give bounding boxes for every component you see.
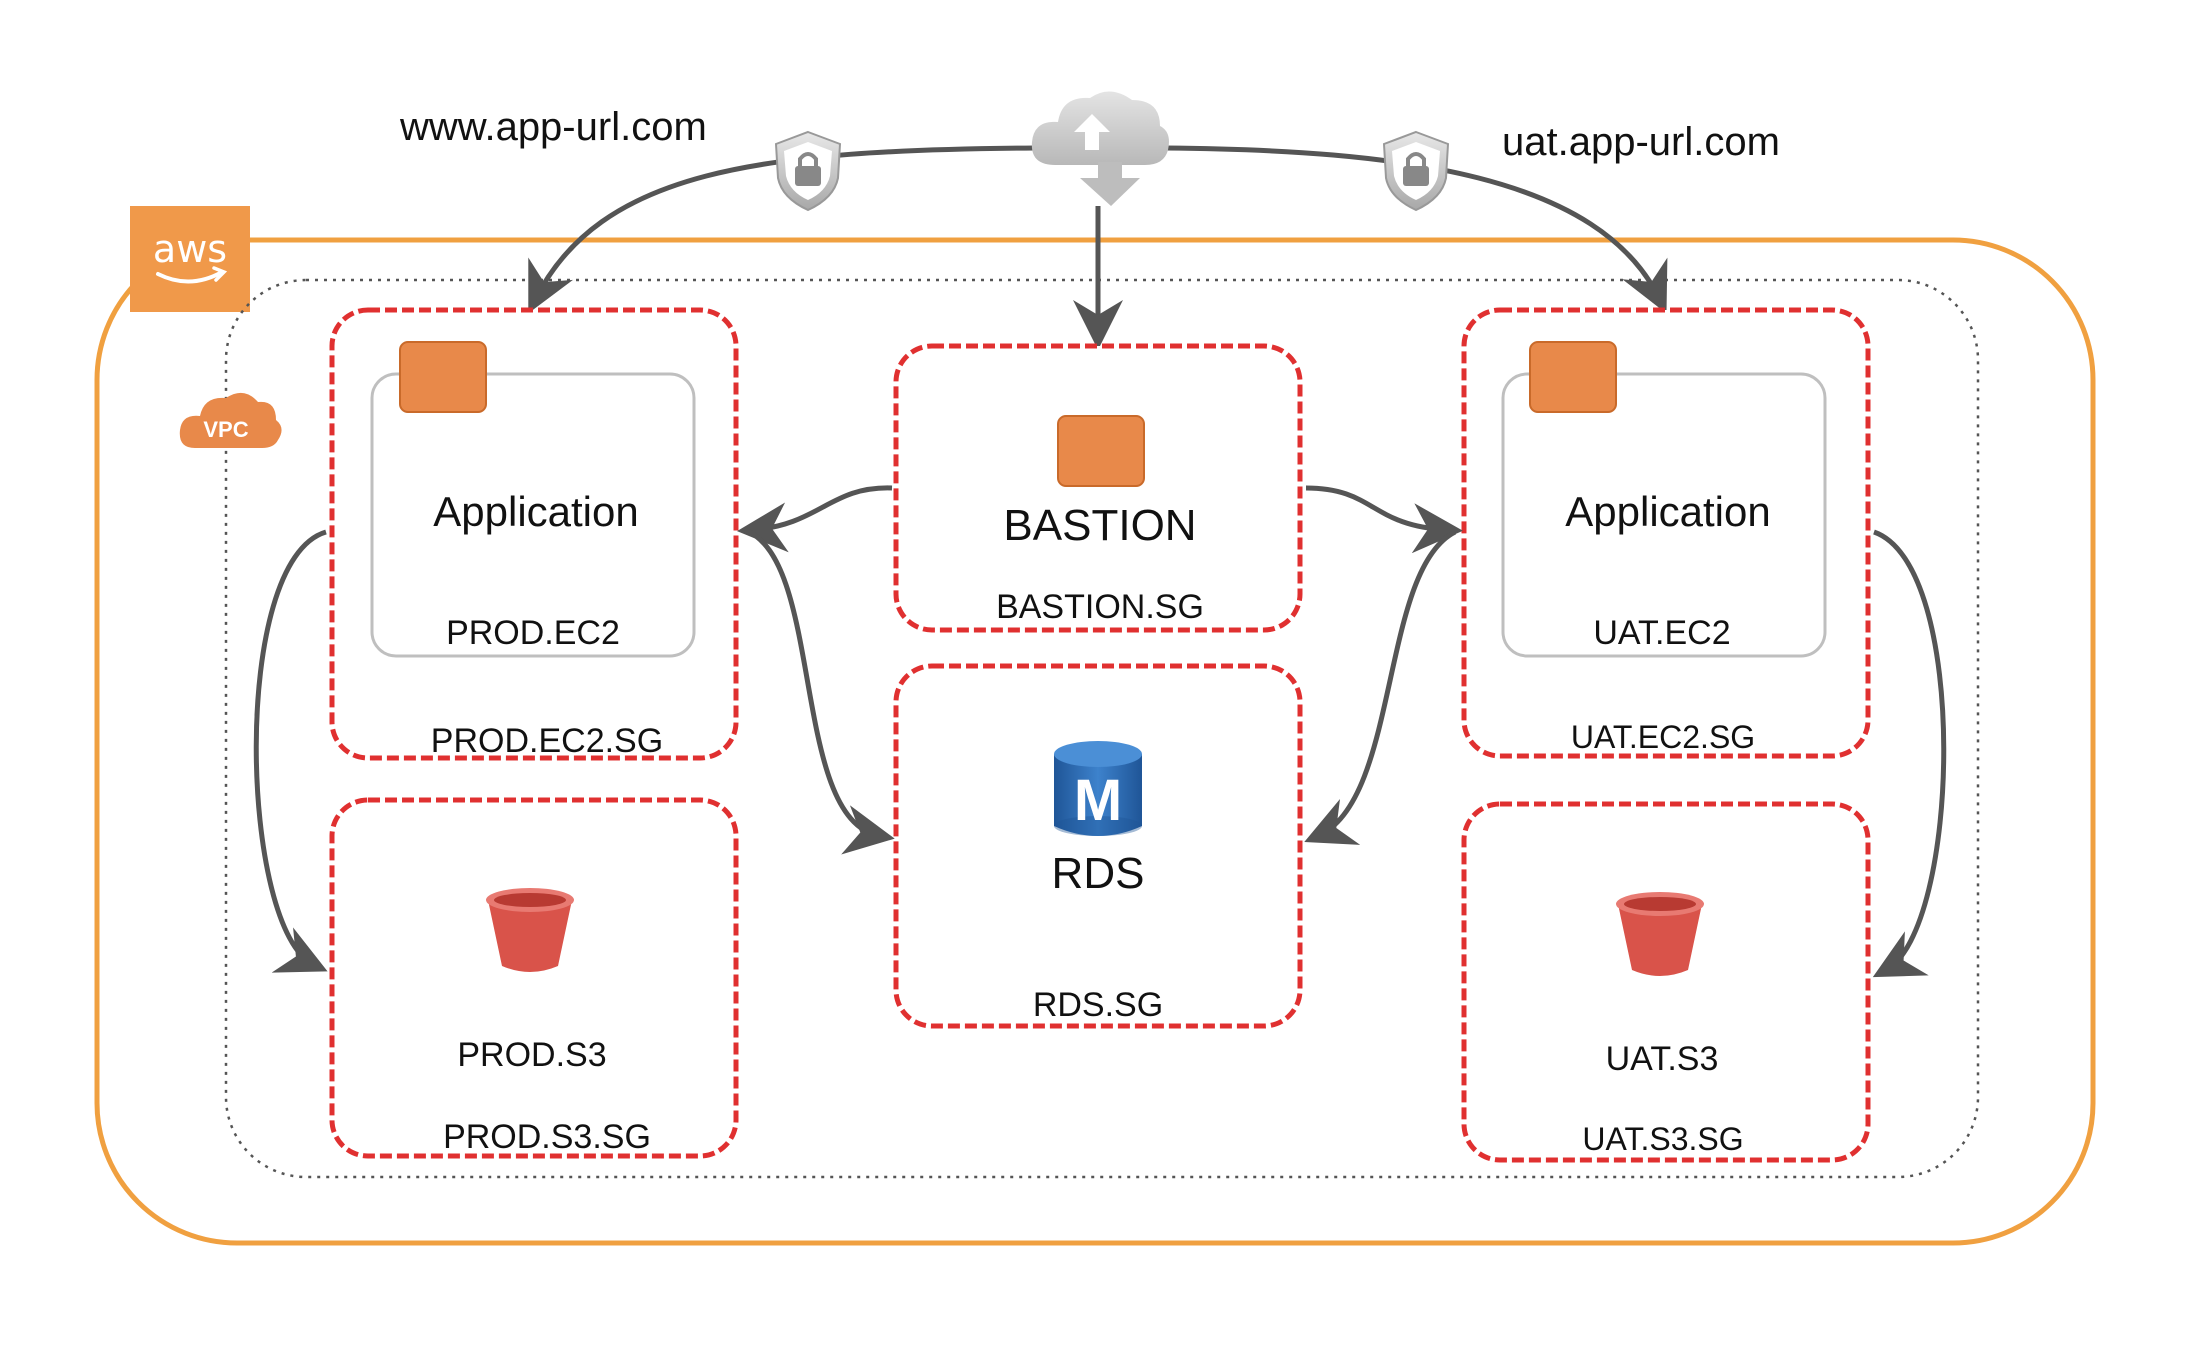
aws-logo-icon: aws xyxy=(130,206,250,312)
prod-ec2-instance-box xyxy=(370,372,696,658)
uat-ec2-sg-label: UAT.EC2.SG xyxy=(1571,719,1755,755)
uat-s3-bucket-icon xyxy=(1616,892,1704,976)
arrow-internet-to-uat xyxy=(1164,145,1668,314)
prod-s3-sg-label: PROD.S3.SG xyxy=(443,1118,651,1156)
arrow-uat-ec2-to-uat-s3 xyxy=(1872,529,1947,978)
rds-sg-label: RDS.SG xyxy=(1033,986,1163,1024)
arrow-bastion-to-prod-ec2 xyxy=(737,485,893,553)
uat-lock-shield-icon xyxy=(1382,130,1450,212)
aws-logo-text: aws xyxy=(153,227,227,271)
bastion-label: BASTION xyxy=(1003,501,1196,550)
arrow-bastion-to-uat-ec2 xyxy=(1305,485,1463,554)
uat-s3-sg-label: UAT.S3.SG xyxy=(1582,1121,1743,1157)
aws-cloud-boundary xyxy=(94,237,2096,1246)
uat-ec2-instance-box xyxy=(1501,372,1827,658)
arrow-internet-to-prod xyxy=(528,145,1036,314)
rds-security-group xyxy=(893,663,1303,1029)
internet-cloud-icon xyxy=(1031,91,1169,206)
prod-s3-bucket-icon xyxy=(486,888,574,972)
rds-icon-letter: M xyxy=(1074,768,1122,833)
bastion-sg-label: BASTION.SG xyxy=(996,588,1204,626)
vpc-boundary xyxy=(224,278,1980,1179)
prod-s3-security-group xyxy=(329,797,739,1159)
uat-url-label: uat.app-url.com xyxy=(1502,120,1780,164)
arrow-prod-ec2-to-prod-s3 xyxy=(253,529,328,973)
uat-s3-security-group xyxy=(1461,801,1871,1163)
vpc-badge-text: VPC xyxy=(203,417,248,442)
prod-s3-label: PROD.S3 xyxy=(457,1036,606,1074)
uat-ec2-icon xyxy=(1529,341,1617,413)
prod-ec2-label: PROD.EC2 xyxy=(446,614,620,652)
uat-ec2-label: UAT.EC2 xyxy=(1593,614,1730,652)
arrow-uat-ec2-to-rds xyxy=(1304,529,1457,845)
prod-url-label: www.app-url.com xyxy=(399,105,707,149)
vpc-cloud-icon: VPC xyxy=(179,392,282,448)
bastion-ec2-icon xyxy=(1057,415,1145,487)
prod-lock-shield-icon xyxy=(774,130,842,212)
prod-ec2-sg-label: PROD.EC2.SG xyxy=(431,722,663,760)
arrow-prod-ec2-to-rds xyxy=(744,527,895,855)
uat-s3-label: UAT.S3 xyxy=(1606,1040,1719,1078)
prod-ec2-icon xyxy=(399,341,487,413)
rds-label: RDS xyxy=(1052,849,1145,898)
prod-app-label: Application xyxy=(433,488,638,535)
bastion-security-group xyxy=(893,343,1303,633)
uat-app-label: Application xyxy=(1565,488,1770,535)
rds-database-icon: M xyxy=(1054,741,1142,836)
